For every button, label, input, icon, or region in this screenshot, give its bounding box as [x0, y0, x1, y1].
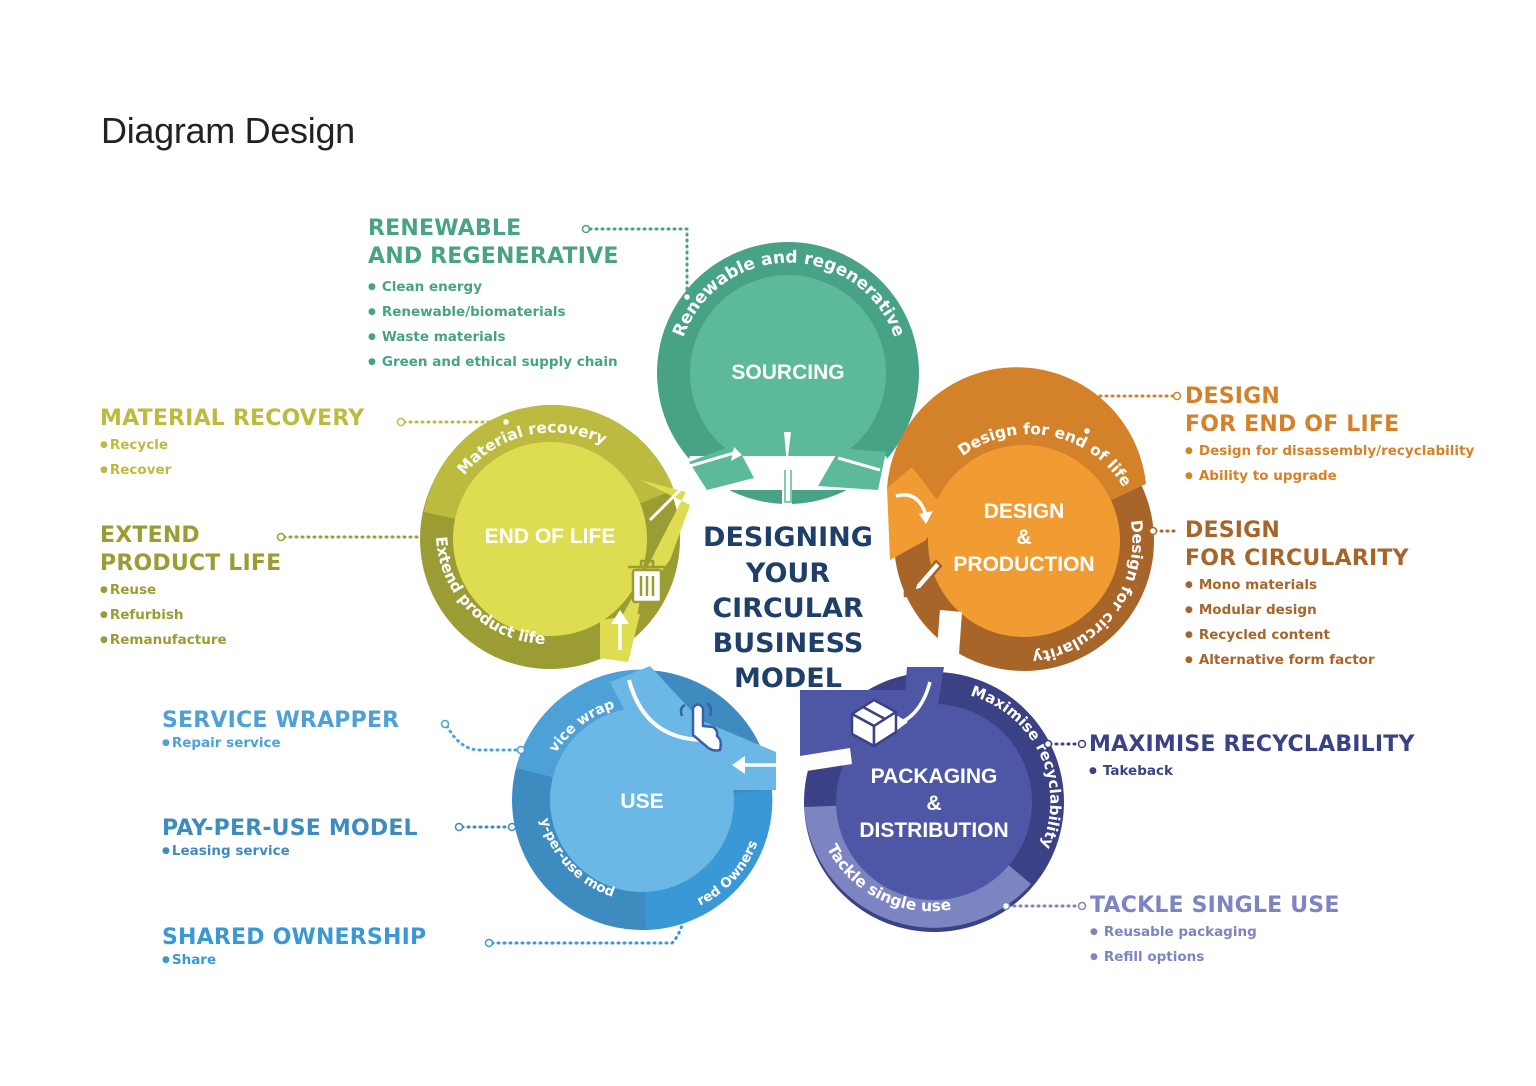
annotation-design-eol-heading-2: FOR END OF LIFE	[1185, 412, 1400, 437]
center-title-line-3: CIRCULAR	[712, 593, 863, 624]
stage-design-production: Design for end of life Design for circul…	[887, 367, 1154, 671]
leader-design-end-of-life	[1085, 394, 1175, 430]
annotation-shared-ownership: SHARED OWNERSHIP Share	[162, 924, 426, 973]
design-title-line-1: DESIGN	[984, 500, 1065, 523]
box-icon	[850, 698, 898, 748]
sourcing-title: SOURCING	[731, 361, 844, 384]
center-title-line-1: DESIGNING	[703, 522, 873, 553]
center-title-line-5: MODEL	[734, 663, 842, 694]
trash-icon	[628, 559, 666, 604]
list-item: Recycle	[100, 433, 364, 458]
list-item: Recover	[100, 458, 364, 483]
annotation-maximise-recyclability: MAXIMISE RECYCLABILITY Takeback	[1089, 731, 1415, 784]
annotation-material-recovery: MATERIAL RECOVERY Recycle Recover	[100, 405, 364, 483]
annotation-extend-product-life: EXTEND PRODUCT LIFE Reuse Refurbish Rema…	[100, 522, 281, 653]
list-item: Repair service	[162, 731, 399, 756]
annotation-pay-per-use: PAY-PER-USE MODEL Leasing service	[162, 815, 418, 864]
list-item: Renewable/biomaterials	[368, 300, 619, 325]
annotation-design-eol-heading-1: DESIGN	[1185, 384, 1280, 409]
list-item: Modular design	[1185, 598, 1409, 623]
center-title-line-4: BUSINESS	[713, 628, 864, 659]
annotation-extend-heading-2: PRODUCT LIFE	[100, 551, 282, 576]
annotation-design-circ-heading-2: FOR CIRCULARITY	[1185, 546, 1409, 571]
annotation-maximise-heading: MAXIMISE RECYCLABILITY	[1089, 732, 1415, 757]
list-item: Alternative form factor	[1185, 648, 1409, 673]
list-item: Green and ethical supply chain	[368, 350, 619, 375]
list-item: Reusable packaging	[1090, 920, 1340, 945]
list-item: Leasing service	[162, 839, 418, 864]
packaging-title-line-1: PACKAGING	[871, 765, 998, 788]
page-title: Diagram Design	[101, 110, 355, 151]
annotation-tackle-heading: TACKLE SINGLE USE	[1090, 893, 1340, 918]
annotation-renewable-heading-1: RENEWABLE	[368, 216, 522, 241]
annotation-service-heading: SERVICE WRAPPER	[162, 708, 400, 733]
list-item: Waste materials	[368, 325, 619, 350]
leader-renewable-end	[581, 224, 591, 234]
annotation-design-circularity: DESIGN FOR CIRCULARITY Mono materials Mo…	[1185, 517, 1409, 673]
annotation-design-circ-heading-1: DESIGN	[1185, 518, 1280, 543]
eol-title: END OF LIFE	[485, 525, 616, 548]
annotation-design-end-of-life: DESIGN FOR END OF LIFE Design for disass…	[1185, 383, 1474, 489]
annotation-renewable-heading-2: AND REGENERATIVE	[368, 244, 619, 269]
annotation-material-recovery-heading: MATERIAL RECOVERY	[100, 406, 365, 431]
center-title-line-2: YOUR	[745, 558, 830, 589]
annotation-renewable: RENEWABLE AND REGENERATIVE Clean energy …	[368, 215, 619, 375]
use-title: USE	[620, 790, 663, 813]
list-item: Mono materials	[1185, 573, 1409, 598]
design-title-line-3: PRODUCTION	[953, 553, 1094, 576]
annotation-tackle-single-use: TACKLE SINGLE USE Reusable packaging Ref…	[1090, 892, 1340, 970]
list-item: Reuse	[100, 578, 281, 603]
design-title-line-2: &	[1016, 526, 1031, 549]
list-item: Clean energy	[368, 275, 619, 300]
packaging-title-line-2: &	[926, 792, 941, 815]
list-item: Takeback	[1089, 759, 1415, 784]
annotation-extend-heading-1: EXTEND	[100, 523, 200, 548]
leader-renewable	[588, 227, 689, 298]
annotation-service-wrapper: SERVICE WRAPPER Repair service	[162, 707, 399, 756]
center-title: DESIGNING YOUR CIRCULAR BUSINESS MODEL	[703, 522, 873, 694]
leader-shared-ownership	[490, 916, 686, 945]
list-item: Recycled content	[1185, 623, 1409, 648]
stage-sourcing: Renewable and regenerative SOURCING	[657, 242, 919, 504]
list-item: Ability to upgrade	[1185, 464, 1474, 489]
stage-packaging-distribution: Maximise recyclability Tackle single use…	[800, 667, 1064, 932]
stage-end-of-life: Material recovery Extend product life EN…	[420, 404, 690, 669]
list-item: Refill options	[1090, 945, 1340, 970]
leader-lines	[276, 224, 1182, 948]
list-item: Share	[162, 948, 426, 973]
packaging-title-line-3: DISTRIBUTION	[859, 819, 1008, 842]
annotation-shared-heading: SHARED OWNERSHIP	[162, 925, 427, 950]
pencil-edit-icon	[903, 559, 943, 598]
leader-service-wrapper	[445, 724, 520, 752]
list-item: Design for disassembly/recyclability	[1185, 439, 1474, 464]
list-item: Remanufacture	[100, 628, 281, 653]
list-item: Refurbish	[100, 603, 281, 628]
annotation-pay-heading: PAY-PER-USE MODEL	[162, 816, 418, 841]
wind-turbine-icon	[760, 432, 815, 504]
hand-pointer-icon	[679, 702, 723, 752]
